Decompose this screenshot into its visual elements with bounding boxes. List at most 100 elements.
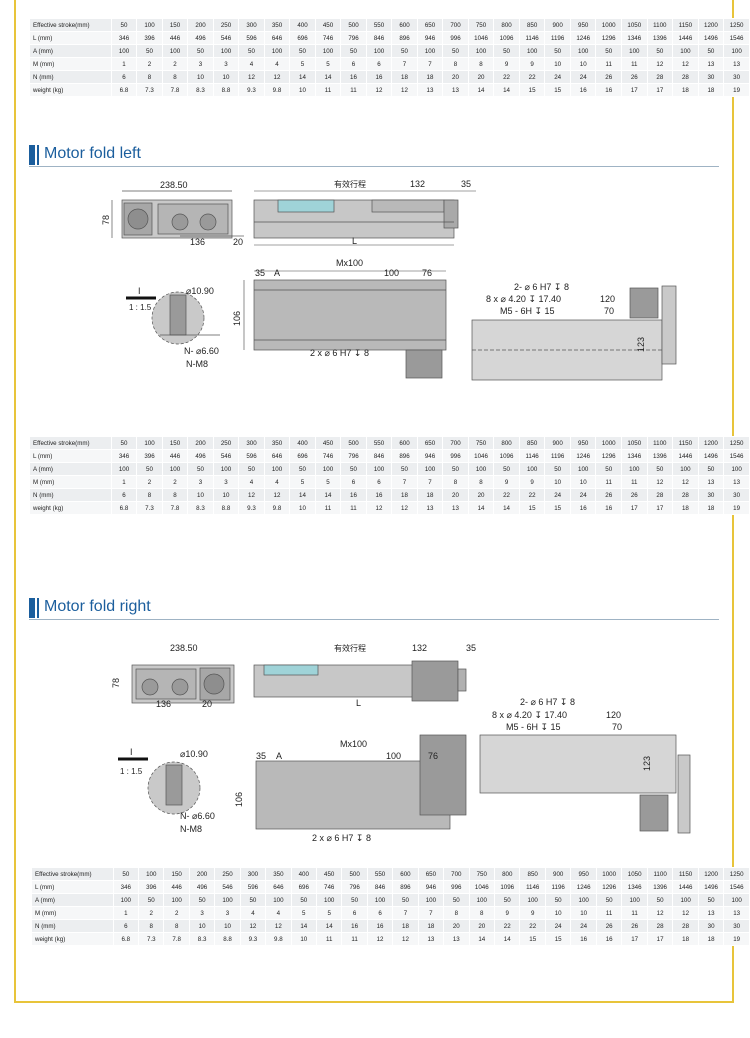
table-cell: 5 bbox=[290, 906, 317, 920]
table-cell: 12 bbox=[672, 906, 699, 920]
dim-35: 35 bbox=[466, 643, 476, 653]
motor-side-view bbox=[131, 664, 235, 704]
table-cell: 1196 bbox=[544, 31, 571, 45]
table-cell: 346 bbox=[112, 880, 140, 894]
table-cell: 100 bbox=[110, 462, 138, 476]
table-cell: 600 bbox=[391, 436, 418, 450]
table-cell: 19 bbox=[723, 501, 750, 515]
table-cell: 1446 bbox=[672, 880, 699, 894]
holes-8x: 8 x ⌀ 4.20 ↧ 17.40 bbox=[492, 710, 567, 720]
slide-side-view bbox=[479, 734, 691, 834]
table-cell: 1396 bbox=[646, 880, 674, 894]
table-cell: 16 bbox=[570, 932, 597, 946]
dim-100: 100 bbox=[384, 268, 399, 278]
table-cell: 22 bbox=[493, 488, 520, 502]
table-cell: 6.8 bbox=[110, 83, 138, 97]
row-label: L (mm) bbox=[29, 449, 112, 463]
dim-35: 35 bbox=[461, 179, 471, 189]
table-cell: 50 bbox=[188, 893, 216, 907]
table-cell: 746 bbox=[314, 31, 342, 45]
table-cell: 1196 bbox=[544, 880, 572, 894]
table-cell: 14 bbox=[493, 932, 521, 946]
dim-35a: 35 bbox=[255, 268, 265, 278]
row-label: N (mm) bbox=[31, 919, 114, 933]
table-cell: 1250 bbox=[723, 436, 750, 450]
table-cell: 1150 bbox=[672, 867, 699, 881]
table-cell: 28 bbox=[672, 70, 699, 84]
table-cell: 646 bbox=[263, 31, 291, 45]
section-header-right: Motor fold right bbox=[29, 597, 719, 620]
row-label: N (mm) bbox=[29, 488, 112, 502]
table-cell: 550 bbox=[365, 436, 393, 450]
table-cell: 7.8 bbox=[163, 932, 190, 946]
table-cell: 10 bbox=[187, 488, 214, 502]
table-cell: 6 bbox=[340, 57, 367, 71]
row-label: A (mm) bbox=[31, 893, 114, 907]
table-cell: 50 bbox=[442, 462, 469, 476]
table-cell: 10 bbox=[569, 475, 597, 489]
table-cell: 100 bbox=[672, 462, 699, 476]
table-cell: 10 bbox=[544, 475, 571, 489]
table-cell: 13 bbox=[416, 83, 444, 97]
table-cell: 1150 bbox=[672, 436, 699, 450]
table-cell: 400 bbox=[289, 436, 316, 450]
table-cell: 6 bbox=[110, 488, 138, 502]
table-cell: 5 bbox=[315, 906, 343, 920]
table-cell: 200 bbox=[188, 867, 216, 881]
table-cell: 15 bbox=[519, 932, 546, 946]
table-cell: 14 bbox=[315, 919, 343, 933]
table-cell: 400 bbox=[290, 867, 317, 881]
table-cell: 6.8 bbox=[112, 932, 140, 946]
detail-label-I: I bbox=[138, 286, 141, 296]
table-cell: 1100 bbox=[646, 18, 674, 32]
table-cell: 12 bbox=[263, 488, 291, 502]
table-cell: 30 bbox=[697, 70, 725, 84]
table-cell: 9.3 bbox=[239, 932, 267, 946]
table-cell: 26 bbox=[621, 70, 648, 84]
table-cell: 19 bbox=[723, 932, 750, 946]
table-cell: 4 bbox=[263, 57, 291, 71]
table-cell: 700 bbox=[442, 18, 469, 32]
table-cell: 1046 bbox=[467, 31, 495, 45]
table-cell: 1 bbox=[110, 475, 138, 489]
table-cell: 9 bbox=[493, 57, 520, 71]
table-cell: 546 bbox=[212, 449, 240, 463]
table-cell: 50 bbox=[544, 893, 572, 907]
table-cell: 8 bbox=[442, 57, 469, 71]
table-cell: 50 bbox=[697, 893, 725, 907]
table-cell: 1246 bbox=[569, 449, 597, 463]
table-cell: 11 bbox=[341, 932, 368, 946]
table-cell: 50 bbox=[493, 893, 521, 907]
table-cell: 696 bbox=[289, 449, 316, 463]
table-cell: 4 bbox=[263, 475, 291, 489]
table-cell: 100 bbox=[570, 893, 597, 907]
table-cell: 2 bbox=[161, 475, 189, 489]
table-cell: 1446 bbox=[672, 31, 699, 45]
table-cell: 11 bbox=[595, 906, 623, 920]
table-cell: 9.8 bbox=[263, 83, 291, 97]
table-cell: 12 bbox=[672, 475, 699, 489]
table-cell: 100 bbox=[136, 18, 163, 32]
table-cell: 10 bbox=[290, 932, 317, 946]
table-cell: 100 bbox=[518, 44, 546, 58]
row-label: A (mm) bbox=[29, 462, 112, 476]
table-cell: 30 bbox=[723, 488, 750, 502]
table-cell: 1100 bbox=[646, 867, 674, 881]
table-cell: 7 bbox=[392, 906, 419, 920]
table-cell: 9.3 bbox=[238, 83, 265, 97]
motor-side-view bbox=[111, 190, 244, 239]
table-cell: 850 bbox=[518, 436, 546, 450]
table-cell: 150 bbox=[163, 867, 190, 881]
table-cell: 1250 bbox=[723, 867, 750, 881]
table-cell: 8 bbox=[136, 488, 163, 502]
row-label: M (mm) bbox=[31, 906, 114, 920]
slide-front-view bbox=[253, 279, 447, 379]
holes-2x: 2 x ⌀ 6 H7 ↧ 8 bbox=[310, 348, 369, 358]
dim-136: 136 bbox=[190, 237, 205, 247]
drawing-motor-fold-left: 238.50 78 136 20 有效行程 132 35 L I 1 : 1.5… bbox=[101, 179, 677, 381]
